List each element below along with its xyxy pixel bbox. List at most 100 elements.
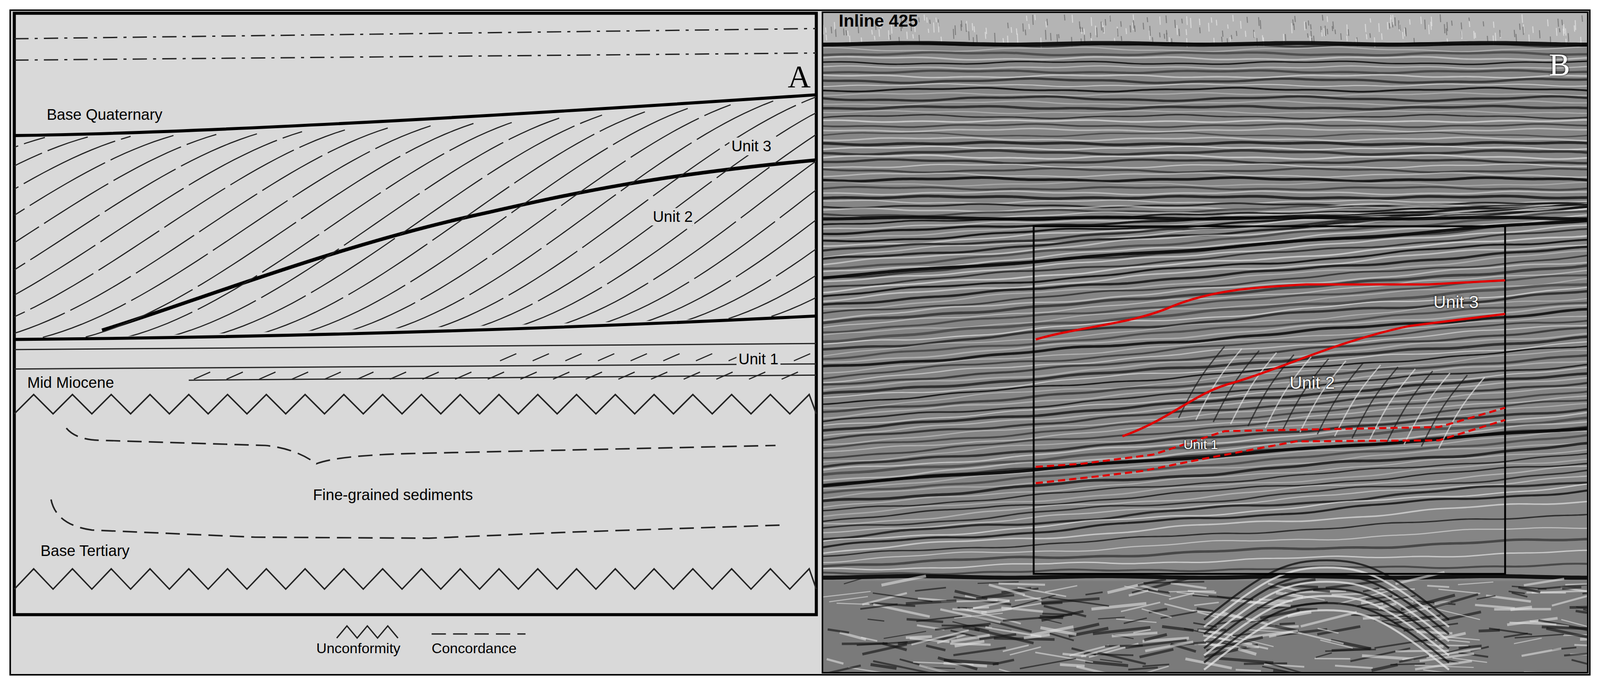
- clinoform-line: [0, 135, 174, 338]
- chaotic-reflector: [1265, 662, 1323, 674]
- chaotic-reflector: [1317, 626, 1361, 635]
- seismic-reflector: [822, 182, 1589, 187]
- seismic-noise: [1293, 23, 1295, 31]
- hatch-mark: [499, 353, 517, 361]
- dome-reflector: [1203, 582, 1450, 642]
- chaotic-reflector: [1325, 649, 1376, 652]
- seismic-noise: [1254, 31, 1255, 38]
- chaotic-reflector: [953, 648, 1006, 656]
- seismic-noise: [929, 19, 931, 24]
- seismic-noise: [1134, 25, 1136, 32]
- seismic-noise: [1231, 35, 1232, 40]
- seismic-noise: [1521, 14, 1523, 23]
- clinoform-line: [0, 133, 260, 338]
- seismic-noise: [966, 23, 967, 32]
- chaotic-reflector: [1448, 640, 1470, 643]
- chaotic-reflector: [998, 583, 1046, 586]
- seismic-reflector: [822, 254, 1589, 314]
- seismic-noise: [1389, 23, 1390, 29]
- seismic-noise: [985, 31, 986, 40]
- seismic-noise: [1409, 19, 1410, 25]
- seismic-noise: [1326, 16, 1328, 23]
- chaotic-reflector: [1476, 595, 1496, 600]
- seismic-noise: [1559, 28, 1560, 33]
- seismic-reflector: [822, 483, 1589, 543]
- chaotic-reflector: [1170, 583, 1207, 589]
- chaotic-reflector: [1439, 645, 1469, 646]
- chaotic-reflector: [1042, 613, 1073, 616]
- dome-reflector: [1203, 574, 1450, 635]
- seismic-noise: [1405, 27, 1406, 36]
- unit2-horizon: [1122, 314, 1505, 437]
- chaotic-reflector: [1060, 665, 1086, 667]
- chaotic-reflector: [1144, 634, 1167, 641]
- seismic-noise: [846, 30, 847, 36]
- seismic-noise: [1102, 27, 1104, 33]
- seismic-noise: [1232, 15, 1234, 22]
- seismic-noise: [1081, 28, 1082, 34]
- seismic-reflector: [822, 110, 1589, 114]
- chaotic-reflector: [1111, 633, 1158, 637]
- stratigraphic-label: Mid Miocene: [25, 374, 116, 393]
- chaotic-reflector: [981, 608, 1012, 614]
- seismic-section: [822, 12, 1589, 674]
- unit1-top-horizon: [1035, 407, 1505, 468]
- dome-reflector: [1203, 567, 1450, 628]
- seismic-noise: [871, 29, 873, 35]
- seismic-reflector: [822, 214, 1589, 273]
- clinoform-reflector: [1334, 364, 1381, 437]
- seismic-noise: [1327, 28, 1328, 35]
- seismic-noise: [1390, 15, 1392, 20]
- hatch-mark: [356, 372, 374, 380]
- seismic-noise: [1440, 14, 1441, 23]
- figure-panel: A: [14, 13, 817, 615]
- chaotic-reflector: [843, 577, 868, 585]
- clinoform-reflector: [1230, 352, 1277, 425]
- seismic-noise: [1370, 18, 1371, 23]
- chaotic-reflector: [1097, 653, 1146, 665]
- chaotic-reflector: [1574, 645, 1588, 646]
- chaotic-reflector: [822, 591, 871, 598]
- seismic-noise: [935, 17, 937, 23]
- chaotic-reflector: [1235, 669, 1261, 672]
- chaotic-reflector: [985, 627, 1042, 637]
- hatch-mark: [422, 372, 440, 380]
- seismic-noise: [1568, 33, 1569, 42]
- chaotic-reflector: [1395, 650, 1449, 652]
- chaotic-reflector: [827, 629, 849, 633]
- seismic-noise: [1431, 16, 1432, 27]
- seismic-noise: [1365, 23, 1366, 32]
- seismic-noise: [1072, 14, 1073, 23]
- seismic-noise: [1451, 20, 1453, 26]
- hatch-mark: [663, 353, 680, 361]
- seismic-reflector: [822, 78, 1589, 84]
- seismic-noise: [1461, 31, 1462, 40]
- clinoform-line: [85, 123, 474, 337]
- seismic-noise: [1130, 25, 1131, 33]
- seismic-noise: [1164, 33, 1165, 39]
- dome-reflector: [1203, 603, 1450, 663]
- seismic-noise: [826, 34, 827, 41]
- clinoform-line: [0, 137, 88, 338]
- seismic-reflector: [822, 328, 1589, 386]
- hatch-mark: [226, 372, 243, 380]
- seismic-noise: [1295, 15, 1296, 23]
- clinoform-reflector: [1247, 354, 1294, 427]
- seismic-noise: [1575, 19, 1576, 30]
- seismic-reflector: [822, 514, 1589, 557]
- seismic-noise: [1346, 35, 1347, 42]
- dome-reflector: [1203, 610, 1450, 670]
- seismic-noise: [1082, 27, 1083, 32]
- chaotic-reflector: [1371, 665, 1398, 671]
- seismic-noise: [1516, 33, 1517, 43]
- chaotic-reflector: [1513, 638, 1542, 645]
- seismic-reflector: [822, 431, 1589, 490]
- stratigraphic-label: Base Tertiary: [38, 542, 132, 561]
- strong-reflector: [822, 217, 1589, 220]
- seismic-noise: [1420, 16, 1422, 25]
- seismic-noise: [1322, 14, 1323, 21]
- chaotic-reflector: [883, 631, 927, 639]
- chaotic-reflector: [1194, 602, 1219, 606]
- seismic-noise: [1045, 21, 1047, 28]
